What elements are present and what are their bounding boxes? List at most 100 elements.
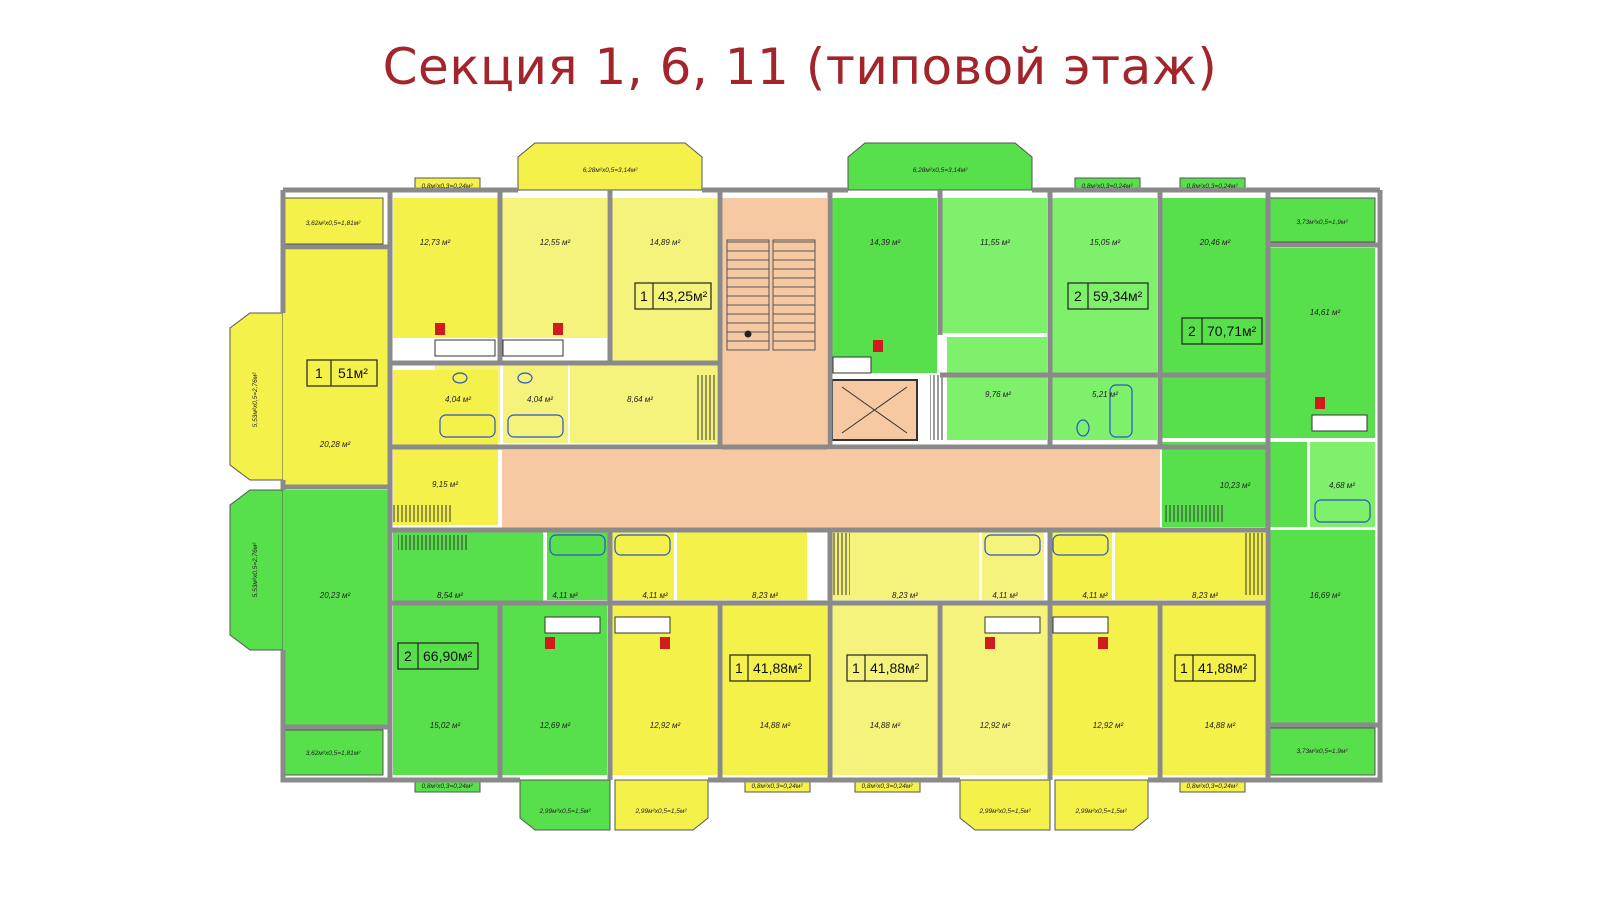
- balcony-label: 0,8м²х0,3=0,24м²: [861, 783, 913, 790]
- room-area-label: 8,54 м²: [437, 591, 463, 600]
- room-area-label: 14,88 м²: [870, 721, 901, 730]
- room-area-label: 15,05 м²: [1090, 238, 1121, 247]
- svg-text:1: 1: [315, 365, 323, 381]
- balcony-label: 3,62м²х0,5=1,81м²: [306, 220, 361, 227]
- corridor: [502, 450, 1160, 530]
- bay-bottom-3: [959, 779, 1051, 831]
- room-area-label: 4,11 м²: [992, 591, 1018, 600]
- balcony-label: 5,53м²х0,5=2,76м²: [252, 542, 259, 597]
- room-14-39: [832, 198, 937, 373]
- balcony-label: 3,62м²х0,5=1,81м²: [306, 750, 361, 757]
- room-4-11d: [1050, 530, 1112, 600]
- balcony-label: 0,8м²х0,3=0,24м²: [1081, 183, 1133, 190]
- room-12-55: [502, 198, 607, 338]
- room-8-23c: [1115, 530, 1265, 600]
- room-14-61: [1270, 248, 1375, 438]
- room-15-05: [1052, 198, 1157, 373]
- room-area-label: 14,39 м²: [870, 238, 901, 247]
- balcony-label: 0,8м²х0,3=0,24м²: [751, 783, 803, 790]
- room-4-11a: [547, 530, 609, 600]
- svg-text:66,90м²: 66,90м²: [423, 648, 473, 664]
- room-area-label: 14,89 м²: [650, 238, 681, 247]
- floor-plan: 12,73 м² 12,55 м² 14,89 м² 20,28 м² 4,04…: [229, 142, 1383, 831]
- svg-text:41,88м²: 41,88м²: [753, 660, 803, 676]
- room-area-label: 15,02 м²: [430, 721, 461, 730]
- room-area-label: 14,88 м²: [1205, 721, 1236, 730]
- room-4-11c: [982, 530, 1044, 600]
- room-20-28: [283, 250, 388, 485]
- room-area-label: 10,23 м²: [1220, 481, 1251, 490]
- room-12-73: [393, 198, 498, 338]
- room-14-88a: [722, 605, 827, 775]
- room-area-label: 5,21 м²: [1092, 390, 1118, 399]
- page-title: Секция 1, 6, 11 (типовой этаж): [382, 38, 1218, 96]
- balcony-bottom-left: [282, 729, 384, 776]
- balcony-label: 2,99м²х0,5=1,5м²: [1074, 808, 1127, 815]
- apartment-box-7: 1 41,88м²: [846, 654, 928, 682]
- room-area-label: 20,46 м²: [1199, 238, 1231, 247]
- balcony-label: 2,99м²х0,5=1,5м²: [978, 808, 1031, 815]
- balcony-label: 0,8м²х0,3=0,24м²: [421, 183, 473, 190]
- room-area-label: 12,92 м²: [980, 721, 1011, 730]
- apartment-box-1: 1 51м²: [306, 359, 378, 387]
- balcony-label: 5,53м²х0,5=2,76м²: [252, 372, 259, 427]
- room-14-88b: [832, 605, 937, 775]
- bay-bottom-1: [519, 779, 611, 831]
- svg-text:2: 2: [1074, 288, 1082, 304]
- room-20-23: [283, 490, 388, 725]
- room-area-label: 11,55 м²: [980, 238, 1010, 247]
- apartment-box-3: 2 59,34м²: [1067, 282, 1149, 310]
- room-4-68: [1310, 442, 1375, 527]
- room-area-label: 14,61 м²: [1310, 308, 1341, 317]
- room-8-23b: [832, 530, 979, 600]
- room-area-label: 20,28 м²: [319, 440, 351, 449]
- room-area-label: 14,88 м²: [760, 721, 791, 730]
- room-area-label: 8,64 м²: [627, 395, 653, 404]
- svg-text:1: 1: [640, 288, 648, 304]
- room-area-label: 9,15 м²: [432, 480, 458, 489]
- apartment-box-8: 1 41,88м²: [1174, 654, 1256, 682]
- room-area-label: 4,11 м²: [642, 591, 668, 600]
- room-area-label: 12,92 м²: [1093, 721, 1124, 730]
- room-area-label: 12,73 м²: [420, 238, 451, 247]
- room-15-02: [393, 605, 498, 775]
- apartment-box-5: 2 66,90м²: [397, 642, 479, 670]
- balcony-label: 0,8м²х0,3=0,24м²: [1186, 183, 1238, 190]
- room-9-76: [947, 337, 1047, 440]
- room-16-69: [1270, 530, 1375, 725]
- svg-text:1: 1: [735, 660, 743, 676]
- balcony-label: 6,28м²х0,5=3,14м²: [913, 167, 968, 174]
- balcony-label: 3,73м²х0,5=1,9м²: [1296, 219, 1348, 226]
- room-14-88c: [1162, 605, 1267, 775]
- balcony-label: 2,99м²х0,5=1,5м²: [538, 808, 591, 815]
- room-area-label: 4,04 м²: [527, 395, 553, 404]
- room-8-23a: [677, 530, 807, 600]
- room-area-label: 9,76 м²: [985, 390, 1011, 399]
- svg-text:2: 2: [404, 648, 412, 664]
- room-area-label: 8,23 м²: [1192, 591, 1218, 600]
- room-5-21: [1052, 377, 1157, 440]
- svg-text:51м²: 51м²: [338, 365, 368, 381]
- room-area-label: 12,55 м²: [540, 238, 571, 247]
- room-area-label: 4,04 м²: [445, 395, 471, 404]
- room-14-89: [612, 198, 717, 373]
- balcony-top-left: [282, 197, 384, 245]
- room-area-label: 16,69 м²: [1310, 591, 1341, 600]
- balcony-label: 6,28м²х0,5=3,14м²: [583, 167, 638, 174]
- room-area-label: 8,23 м²: [892, 591, 918, 600]
- svg-text:1: 1: [852, 660, 860, 676]
- room-area-label: 4,11 м²: [552, 591, 578, 600]
- room-8-64: [570, 363, 717, 443]
- balcony-bottom-right: [1269, 727, 1376, 776]
- svg-text:41,88м²: 41,88м²: [870, 660, 920, 676]
- balcony-label: 0,8м²х0,3=0,24м²: [421, 783, 473, 790]
- apartment-box-2: 1 43,25м²: [634, 282, 712, 310]
- apartment-box-4: 2 70,71м²: [1181, 317, 1263, 345]
- balcony-label: 2,99м²х0,5=1,5м²: [634, 808, 687, 815]
- bay-bottom-2: [614, 779, 709, 831]
- apartment-box-6: 1 41,88м²: [729, 654, 811, 682]
- room-area-label: 4,11 м²: [1082, 591, 1108, 600]
- room-area-label: 12,92 м²: [650, 721, 681, 730]
- room-area-label: 8,23 м²: [752, 591, 778, 600]
- svg-text:59,34м²: 59,34м²: [1093, 288, 1143, 304]
